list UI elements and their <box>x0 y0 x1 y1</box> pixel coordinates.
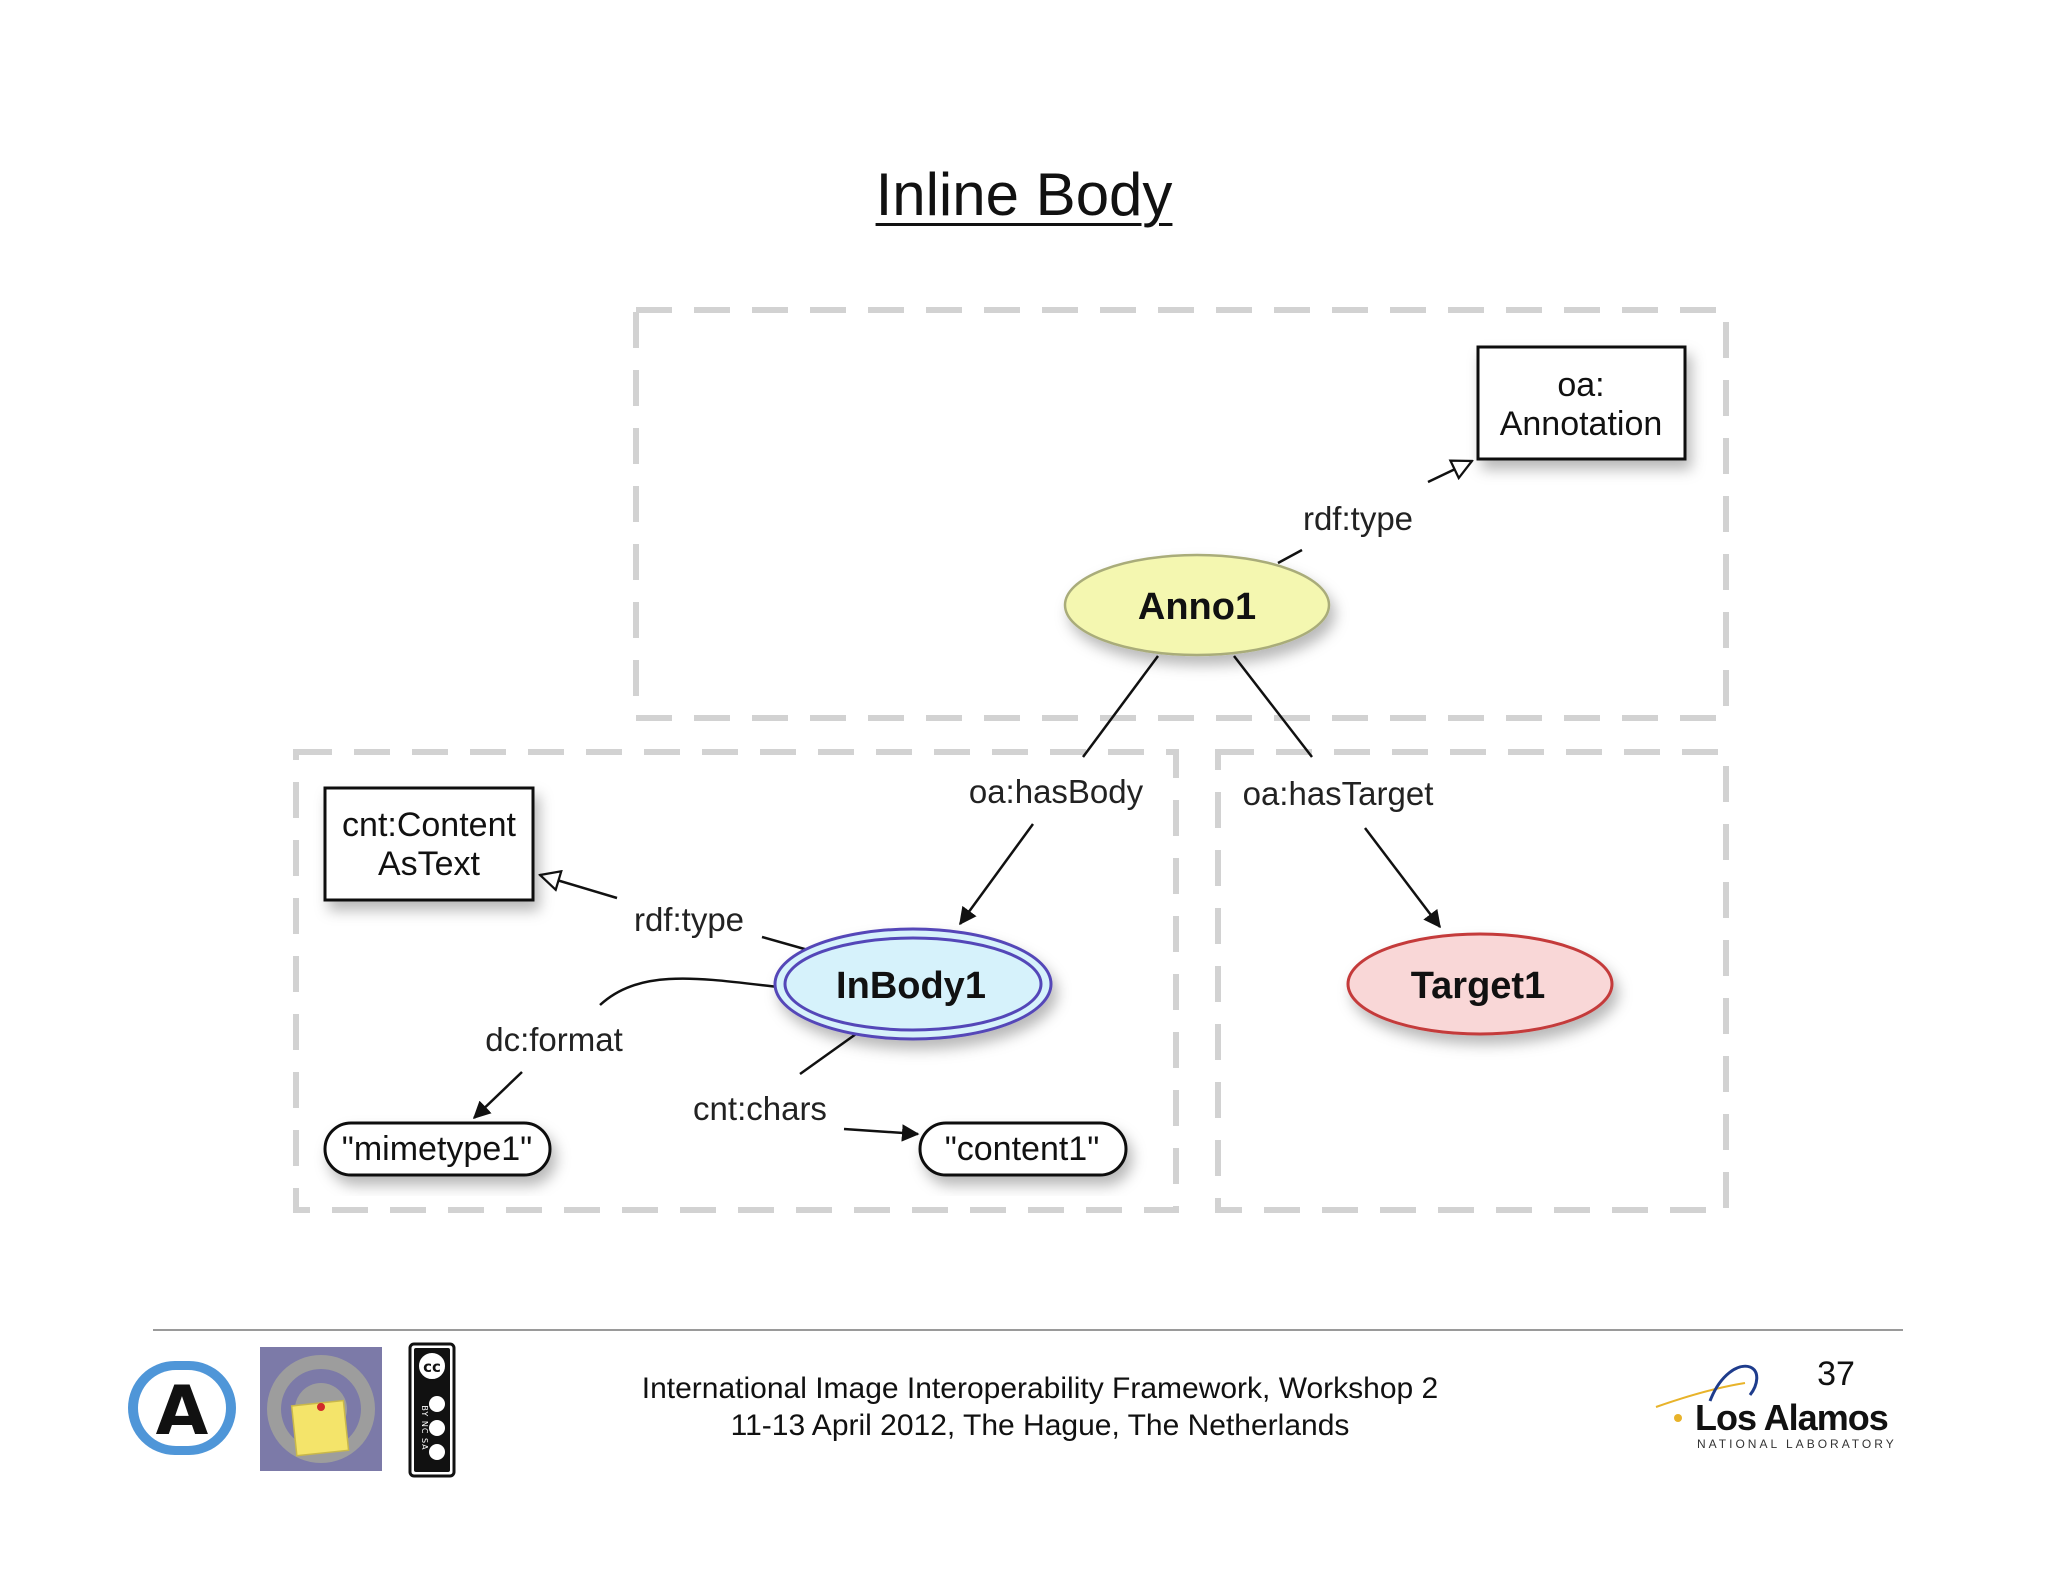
annotation-group-box <box>633 307 1729 721</box>
edge-body-rdf-type-line-b <box>540 875 618 900</box>
edge-cnt-chars-line-b <box>843 1124 920 1142</box>
edge-dc-format-curve <box>599 977 779 1006</box>
edge-body-rdf-type-line-a <box>761 935 809 952</box>
slide-title: Inline Body <box>875 161 1173 228</box>
node-target1 <box>1346 932 1614 1036</box>
svg-text:cc: cc <box>423 1358 441 1376</box>
edge-has-body-line-a <box>1081 655 1160 758</box>
footer-line-1: International Image Interoperability Fra… <box>641 1372 1439 1405</box>
node-anno1 <box>1063 553 1331 657</box>
body-group-box <box>293 749 1179 1213</box>
node-inbody1-label: InBody1 <box>836 965 986 1007</box>
edge-has-target-line-b <box>1364 827 1441 929</box>
node-inbody1-inner-ring <box>783 936 1043 1032</box>
svg-text:BY NC SA: BY NC SA <box>420 1405 429 1450</box>
node-inbody1 <box>773 927 1053 1041</box>
edge-dc-format-label: dc:format <box>485 1021 623 1058</box>
edge-has-body-line-b <box>958 823 1035 926</box>
los-alamos-logo-icon <box>1655 1364 1759 1422</box>
edge-body-rdf-type-label: rdf:type <box>634 901 744 938</box>
node-mimetype1 <box>323 1121 552 1177</box>
annotation-logo-icon: A <box>128 1361 236 1455</box>
node-cnt-content-as-text <box>323 786 535 902</box>
edge-anno-rdf-type-line-a <box>1277 548 1303 565</box>
edge-cnt-chars-line-a <box>799 1032 857 1076</box>
target-group-box <box>1215 749 1729 1213</box>
svg-text:A: A <box>156 1372 209 1451</box>
los-alamos-name: Los Alamos <box>1695 1397 1889 1438</box>
edge-anno-rdf-type-line-b <box>1427 461 1472 484</box>
page-number: 37 <box>1817 1355 1855 1393</box>
node-content1-label: "content1" <box>945 1130 1100 1168</box>
edge-has-target-line-a <box>1233 655 1313 758</box>
edge-dc-format-line-b <box>472 1071 523 1120</box>
footer-line-2: 11-13 April 2012, The Hague, The Netherl… <box>730 1409 1350 1442</box>
node-cnt-content-as-text-line2: AsText <box>378 845 481 883</box>
node-content1 <box>918 1121 1128 1177</box>
node-oa-annotation <box>1476 345 1687 461</box>
node-mimetype1-label: "mimetype1" <box>342 1130 532 1168</box>
edge-anno-rdf-type-label: rdf:type <box>1303 500 1413 537</box>
creative-commons-license-icon: cc BY NC SA <box>408 1342 456 1478</box>
footer-divider <box>153 1329 1903 1331</box>
node-anno1-label: Anno1 <box>1138 586 1256 628</box>
edge-has-target-label: oa:hasTarget <box>1243 775 1434 812</box>
node-cnt-content-as-text-line1: cnt:Content <box>342 806 516 844</box>
node-target1-label: Target1 <box>1411 965 1545 1007</box>
node-oa-annotation-line1: oa: <box>1557 366 1604 404</box>
footer-event-info: International Image Interoperability Fra… <box>540 1370 1540 1444</box>
los-alamos-subtitle: NATIONAL LABORATORY <box>1697 1437 1897 1451</box>
node-oa-annotation-line2: Annotation <box>1500 405 1663 443</box>
edge-has-body-label: oa:hasBody <box>969 773 1144 810</box>
edge-cnt-chars-label: cnt:chars <box>693 1090 827 1127</box>
sticky-note-logo-icon <box>260 1347 382 1471</box>
